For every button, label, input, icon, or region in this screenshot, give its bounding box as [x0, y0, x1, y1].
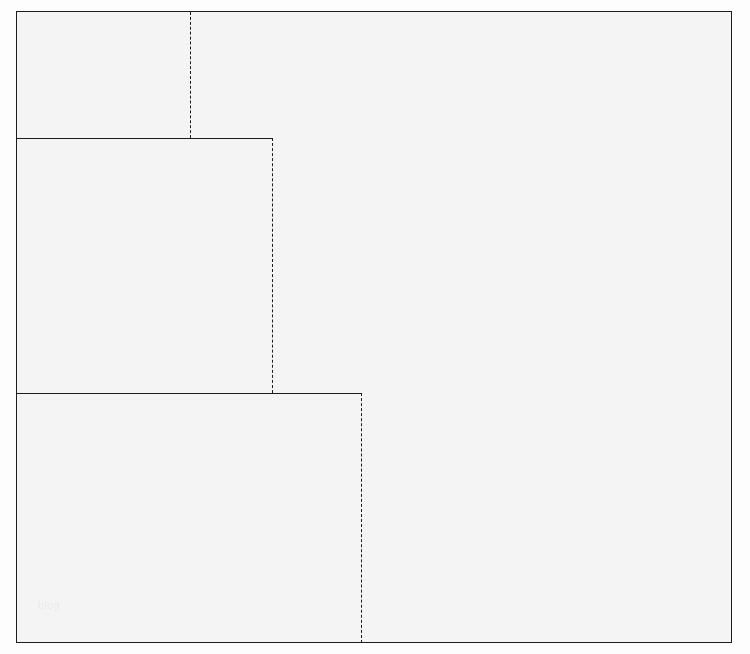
upper-divider-line — [17, 138, 273, 139]
third-dashed-drop-line — [361, 393, 362, 643]
diagram-border — [16, 11, 732, 643]
first-dashed-drop-line — [190, 12, 191, 138]
second-dashed-drop-line — [272, 138, 273, 393]
watermark-label: blog — [38, 600, 60, 612]
lower-divider-line — [17, 393, 362, 394]
